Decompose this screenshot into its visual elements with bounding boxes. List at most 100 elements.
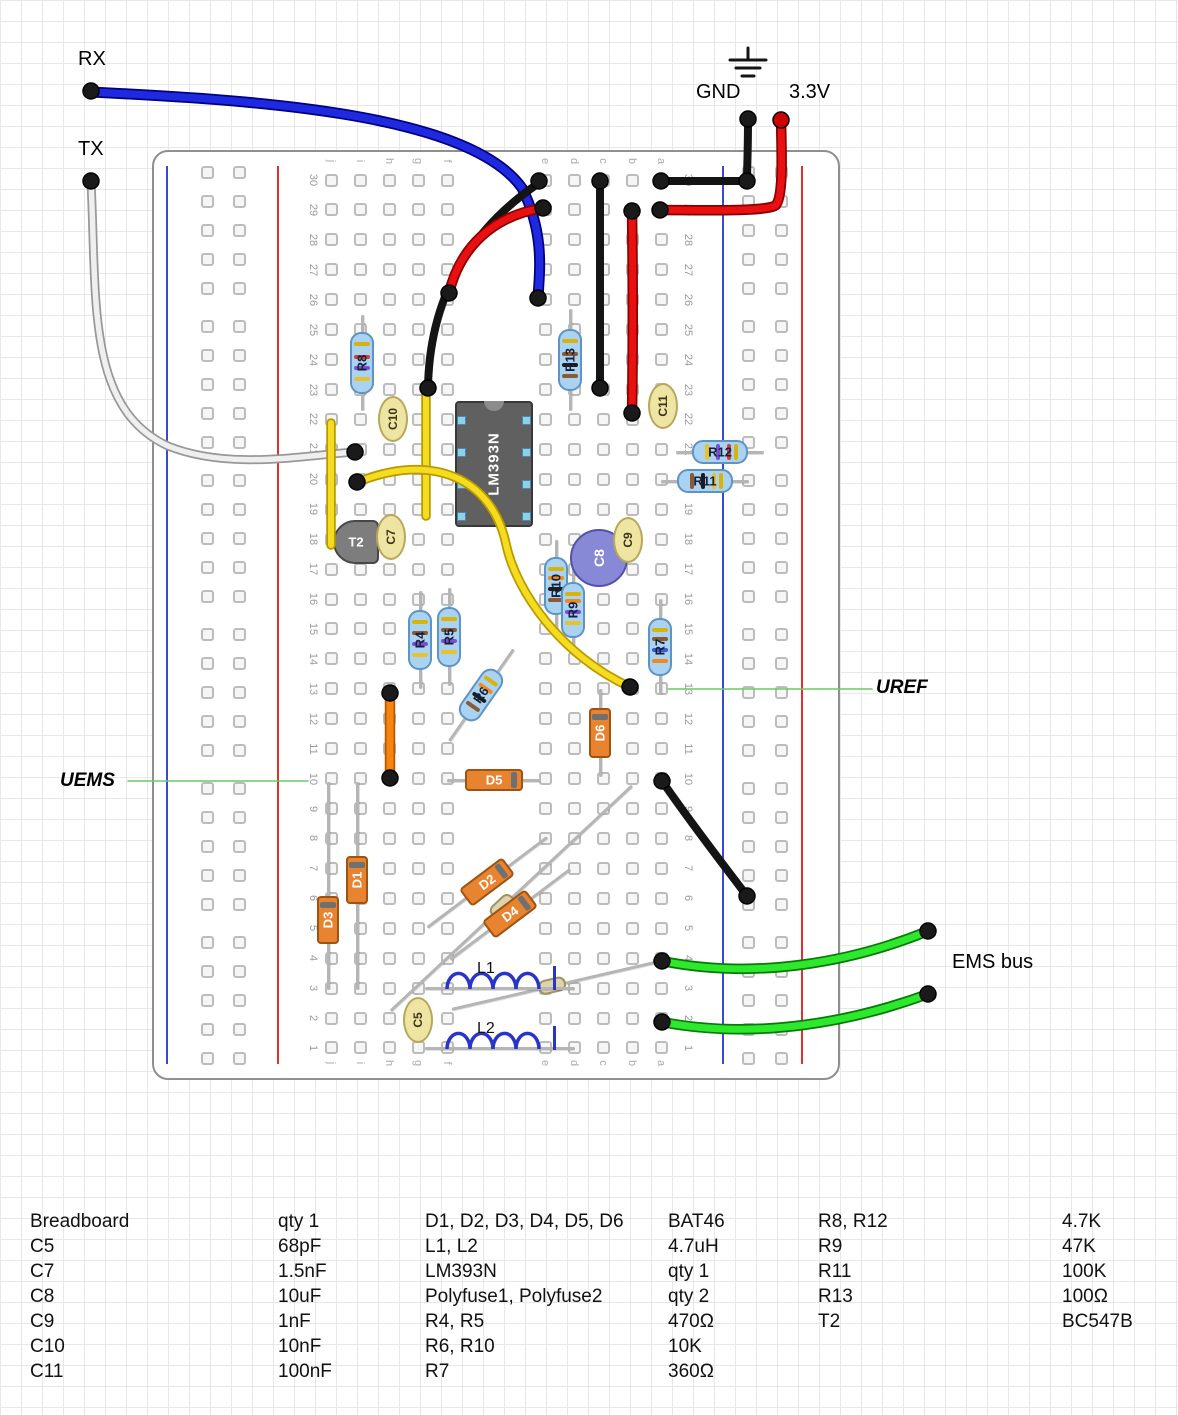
breadboard-hole — [654, 353, 668, 367]
breadboard-hole — [625, 1011, 639, 1025]
r4-label: R4 — [412, 631, 428, 649]
breadboard-hole — [200, 897, 214, 911]
resistor-band-gold — [441, 617, 457, 621]
capacitor-c10: C10 — [378, 396, 408, 442]
breadboard-hole — [382, 1011, 396, 1025]
breadboard-hole — [625, 861, 639, 875]
resistor-band — [690, 473, 694, 489]
breadboard-hole — [232, 714, 246, 728]
resistor-r12: R12 — [676, 440, 764, 464]
uems-net-label: UEMS — [60, 770, 115, 791]
breadboard-hole — [774, 897, 788, 911]
breadboard-hole — [774, 435, 788, 449]
diode-body — [465, 769, 523, 791]
breadboard-hole — [567, 263, 581, 277]
parts-list-item — [1062, 1361, 1133, 1386]
breadboard-hole — [200, 502, 214, 516]
resistor-band-gold — [652, 628, 668, 632]
capacitor-c9: C9 — [613, 517, 643, 563]
breadboard-hole — [440, 861, 454, 875]
parts-list-item: 10uF — [278, 1286, 322, 1307]
breadboard-hole — [741, 589, 755, 603]
inductor-l2: L2 — [425, 1020, 575, 1056]
breadboard-hole — [232, 560, 246, 574]
breadboard-hole — [741, 656, 755, 670]
breadboard-hole — [382, 383, 396, 396]
parts-list-item: 100Ω — [1062, 1286, 1108, 1307]
capacitor-body — [403, 997, 433, 1043]
breadboard-hole — [774, 714, 788, 728]
breadboard-hole — [538, 1011, 552, 1025]
parts-list-item: 1nF — [278, 1311, 311, 1332]
breadboard-hole — [353, 1041, 367, 1055]
breadboard-hole — [200, 714, 214, 728]
parts-list-item: 100nF — [278, 1361, 332, 1382]
breadboard-hole — [232, 531, 246, 545]
breadboard-hole — [200, 993, 214, 1007]
breadboard-hole — [625, 712, 639, 726]
breadboard-hole — [596, 861, 610, 875]
breadboard-hole — [625, 1041, 639, 1055]
breadboard-hole — [596, 1011, 610, 1025]
parts-list-item: BC547B — [1062, 1311, 1133, 1332]
breadboard-hole — [324, 652, 338, 666]
breadboard-hole — [774, 560, 788, 574]
breadboard-hole — [538, 891, 552, 905]
breadboard-hole — [567, 802, 581, 816]
breadboard-hole — [774, 281, 788, 295]
breadboard-hole — [567, 951, 581, 965]
breadboard-hole — [232, 473, 246, 487]
parts-list-item: R6, R10 — [425, 1336, 495, 1357]
breadboard-hole — [232, 685, 246, 699]
rail-line-blue — [722, 166, 724, 1064]
breadboard-hole — [654, 712, 668, 726]
diode-d3: D3 — [317, 782, 339, 990]
breadboard-hole — [232, 627, 246, 641]
breadboard-hole — [567, 442, 581, 456]
breadboard-hole — [538, 921, 552, 935]
breadboard-hole — [200, 1022, 214, 1036]
breadboard-hole — [232, 1051, 246, 1065]
breadboard-hole — [200, 589, 214, 603]
breadboard-hole — [567, 233, 581, 247]
ic-pin — [522, 512, 531, 521]
breadboard-hole — [654, 562, 668, 576]
capacitor-body — [378, 396, 408, 442]
breadboard-hole — [382, 353, 396, 367]
resistor-r13: R13 — [558, 309, 582, 411]
parts-list-item: 10K — [668, 1336, 702, 1357]
parts-list-item: R13 — [818, 1286, 853, 1307]
parts-list-item: 1.5nF — [278, 1261, 327, 1282]
breadboard-hole — [774, 839, 788, 853]
parts-list-item — [1062, 1336, 1133, 1361]
inductor-lead-tick — [553, 1026, 556, 1050]
breadboard-hole — [741, 560, 755, 574]
breadboard-hole — [567, 742, 581, 756]
resistor-body — [677, 469, 733, 493]
breadboard-hole — [741, 377, 755, 391]
breadboard-hole — [440, 712, 454, 726]
uref-net-label: UREF — [876, 677, 928, 698]
resistor-r4: R4 — [408, 591, 432, 689]
ic-pin — [522, 416, 531, 425]
breadboard-hole — [741, 281, 755, 295]
breadboard-hole — [654, 293, 668, 307]
parts-list-item: 47K — [1062, 1236, 1096, 1257]
breadboard-hole — [774, 743, 788, 757]
breadboard-hole — [440, 442, 454, 456]
parts-list-item: 100K — [1062, 1261, 1107, 1282]
resistor-band — [565, 621, 581, 625]
breadboard-hole — [324, 682, 338, 696]
breadboard-hole — [596, 891, 610, 905]
breadboard-hole — [200, 685, 214, 699]
ic-pin — [457, 512, 466, 521]
r11-label: R11 — [693, 473, 717, 489]
inductor-coil — [445, 1031, 541, 1050]
inductor-lead — [425, 1046, 575, 1050]
ic-pin — [522, 480, 531, 489]
d6-label: D6 — [592, 724, 608, 742]
parts-list-item: C5 — [30, 1236, 55, 1257]
